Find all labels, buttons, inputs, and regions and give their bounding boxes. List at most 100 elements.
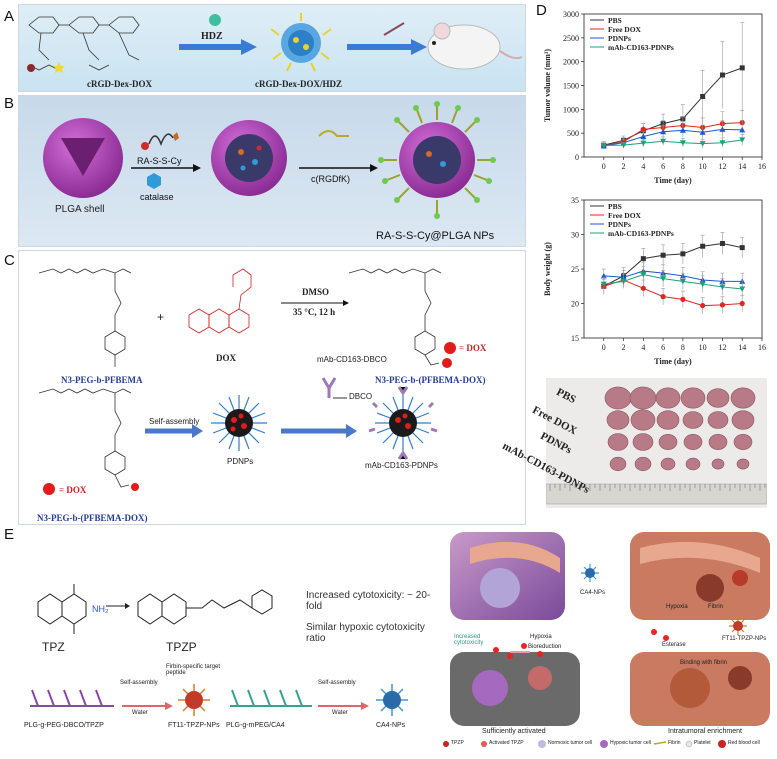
plga-shell-sphere [43, 118, 123, 198]
panel-a: cRGD-Dex-DOX HDZ cRGD-Dex-DOX/HDZ [18, 4, 526, 92]
dox-bead-3 [43, 483, 55, 495]
polymer-structure-1 [38, 268, 132, 367]
polymer-structure-3 [38, 388, 132, 488]
label-binding: Binding with fibrin [680, 660, 728, 666]
panel-e-illustration [443, 532, 770, 748]
rgd-bead [27, 64, 35, 72]
series-line [603, 270, 743, 282]
data-point [660, 138, 667, 145]
series-line [603, 139, 743, 147]
ca4-np-small [581, 564, 599, 582]
legend-symbols [443, 740, 726, 748]
panel-b-scheme [43, 101, 496, 219]
tumor-sample [656, 410, 680, 430]
data-point [719, 72, 725, 78]
label-polymer: N3-PEG-b-PFBEMA [61, 375, 143, 385]
label-ca4-nps-small: CA4-NPs [580, 590, 606, 596]
label-eq-dox-2: = DOX [59, 485, 87, 495]
label-catalase: catalase [140, 192, 174, 202]
tumor-sample [731, 410, 755, 430]
label-sufficiently-activated: Sufficiently activated [482, 728, 546, 735]
x-tick-label: 2 [622, 343, 626, 352]
tumor-sample [682, 411, 704, 429]
tumor-photo: PBS Free DOX PDNPs mAb-CD163-PDNPs [500, 378, 767, 508]
x-axis-label: Time (day) [654, 357, 692, 366]
data-point [660, 294, 666, 300]
ca4-np [376, 684, 408, 716]
ruler [546, 483, 767, 505]
x-tick-label: 4 [641, 343, 645, 352]
ra-s-s-cy-molecule [141, 132, 179, 150]
legend-label: PDNPs [608, 34, 631, 43]
x-tick-label: 14 [738, 343, 746, 352]
pdnp-micelle [211, 395, 267, 451]
tumor-sample [733, 434, 753, 450]
legend-label: Free DOX [608, 211, 642, 220]
y-tick-label: 20 [571, 300, 579, 309]
tumor-sample [708, 434, 728, 450]
tumor-sample [730, 387, 756, 409]
y-tick-label: 1000 [563, 105, 579, 114]
tumor-sample [630, 409, 656, 431]
label-plga-shell: PLGA shell [55, 204, 105, 215]
tumor-scene-3 [450, 652, 580, 726]
activation-sketch [493, 629, 669, 659]
x-tick-label: 6 [661, 162, 665, 171]
panel-c: + [18, 250, 526, 525]
legend-tpzp: TPZP [451, 740, 464, 746]
panel-b: PLGA shell RA-S-S-Cy catalase c(RGDfK) R… [18, 95, 526, 247]
y-axis-label: Body weight (g) [543, 242, 552, 296]
data-point [700, 243, 706, 249]
tumor-scene-4 [630, 652, 770, 726]
data-point [640, 272, 647, 278]
tumor-sample [706, 388, 730, 408]
tumor-sample [629, 386, 657, 410]
series-line [603, 67, 743, 146]
panel-c-scheme: + [38, 268, 456, 495]
label-hdz: HDZ [201, 31, 223, 42]
legend-red-blood-cell: Red blood cell [728, 740, 760, 746]
series-line [603, 122, 743, 147]
tumor-sample [609, 456, 627, 472]
data-point [640, 140, 647, 147]
panel-e-left: NH₂ [18, 530, 438, 755]
data-point [660, 128, 667, 135]
x-tick-label: 16 [758, 162, 766, 171]
legend-normoxic-cell: Normoxic tumor cell [548, 740, 593, 746]
label-mab-cd163-pdnps: mAb-CD163-PDNPs [365, 461, 438, 470]
panel-e-right: CA4-NPs Hypoxia Fibrin FT11-TPZP-NPs Est… [440, 528, 774, 756]
label-increased-cytotoxicity: Increased cytotoxicity [454, 634, 484, 646]
mab-pdnp-micelle [368, 386, 438, 460]
label-conjugate-2: N3-PEG-b-(PFBEMA-DOX) [37, 513, 148, 523]
label-ra-s-s-cy: RA-S-S-Cy [137, 156, 182, 166]
tumor-photo-svg [546, 386, 767, 505]
label-dox: DOX [216, 353, 236, 363]
label-water1: Water [132, 710, 148, 716]
y-tick-label: 2500 [563, 34, 579, 43]
panel-letter-c: C [4, 252, 15, 269]
polymer-chain-2 [230, 689, 312, 707]
product-nanoparticle [270, 13, 332, 72]
data-point [719, 140, 726, 146]
tumor-sample [683, 434, 703, 450]
tumor-scene-2 [630, 532, 770, 620]
series-line [603, 128, 743, 147]
panel-letter-a: A [4, 8, 15, 25]
y-tick-label: 500 [567, 129, 579, 138]
mouse-icon [427, 22, 523, 70]
label-fibrin: Fibrin [708, 604, 724, 610]
label-poly1: PLG-g-PEG-DBCO/TPZP [24, 722, 104, 729]
y-tick-label: 25 [571, 265, 579, 274]
label-ra-s-s-cy-plga-nps: RA-S-S-Cy@PLGA NPs [376, 230, 495, 242]
series-line [603, 279, 743, 307]
data-point [719, 240, 725, 246]
final-nanoparticle [378, 101, 496, 219]
data-point [700, 93, 706, 99]
data-point [640, 256, 646, 262]
x-tick-label: 12 [718, 343, 726, 352]
dox-bead-4 [131, 483, 139, 491]
tumor-sample [658, 434, 678, 450]
